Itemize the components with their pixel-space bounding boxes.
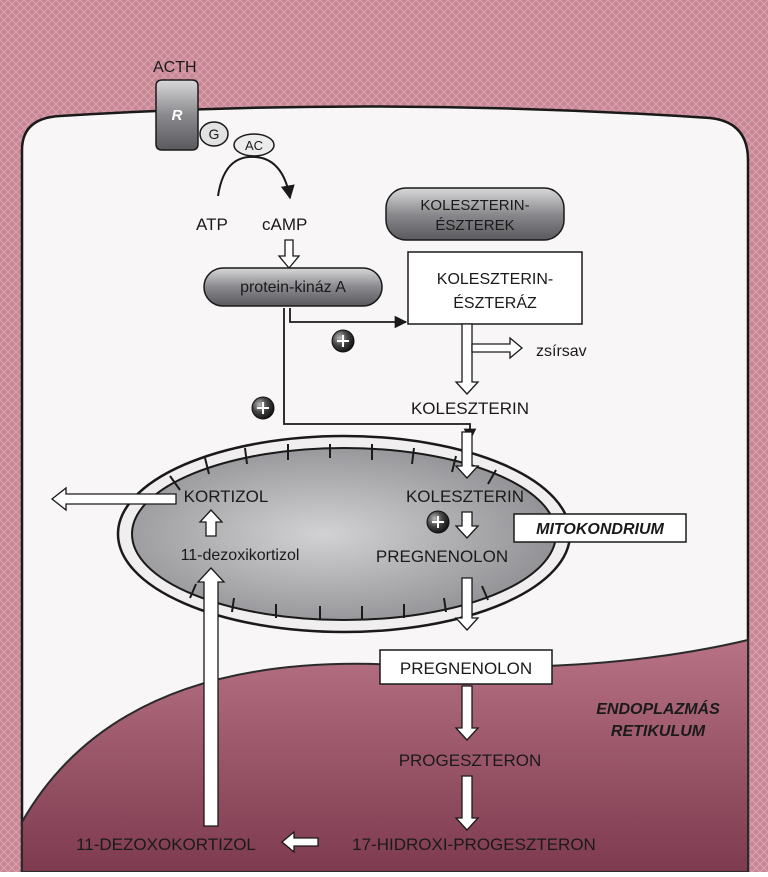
adenylate-cyclase-label: AC <box>245 138 263 153</box>
cholesterol-esters-line2: ÉSZTEREK <box>435 217 514 234</box>
cholesterol-to-pregnenolone-arrow <box>454 511 480 539</box>
cholesterol-esters <box>385 187 565 241</box>
camp-to-pka-arrow <box>277 239 301 270</box>
deoxocortisol-er-label: 11-DEZOXOKORTIZOL <box>76 835 256 854</box>
esterase-to-cholesterol-arrow <box>454 323 480 395</box>
esterase-line1: KOLESZTERIN- <box>437 271 553 288</box>
cholesterol-mito-label: KOLESZTERIN <box>406 487 524 506</box>
atp-camp-arrow <box>217 155 295 200</box>
hydroxyprogesterone-label: 17-HIDROXI-PROGESZTERON <box>352 835 596 854</box>
camp-label: cAMP <box>262 215 307 234</box>
cristae <box>169 444 497 620</box>
pregnenolone-out-arrow <box>454 577 480 631</box>
mitochondrion-label: MITOKONDRIUM <box>536 521 664 538</box>
er-label-line2: RETIKULUM <box>611 723 706 740</box>
cholesterol-label: KOLESZTERIN <box>411 399 529 418</box>
mitochondrion-inner <box>131 447 557 621</box>
protein-kinase-a <box>203 267 383 307</box>
pregnenolone-to-progesterone-arrow <box>454 685 480 741</box>
er-label-line1: ENDOPLAZMÁS <box>596 699 720 718</box>
pregnenolone-er-box <box>379 649 553 685</box>
mitochondrion-label-box <box>513 513 687 543</box>
atp-label: ATP <box>196 215 228 234</box>
pregnenolone-mito-label: PREGNENOLON <box>376 547 508 566</box>
fatty-acid-label: zsírsav <box>536 343 587 360</box>
g-protein-label: G <box>209 126 220 142</box>
acth-label: ACTH <box>153 59 197 76</box>
receptor-label: R <box>172 107 183 124</box>
esterase-line2: ÉSZTERÁZ <box>453 293 537 312</box>
progesterone-label: PROGESZTERON <box>399 751 542 770</box>
cortisol-exit-arrow <box>50 486 177 512</box>
protein-kinase-label: protein-kináz A <box>240 279 346 296</box>
activation-plus-2 <box>251 396 275 420</box>
cholesterol-esters-line1: KOLESZTERIN- <box>420 197 529 214</box>
deoxycortisol-label: 11-dezoxikortizol <box>181 547 300 564</box>
cortisol-label: KORTIZOL <box>184 487 269 506</box>
deoxocortisol-to-mito-arrow <box>196 567 226 827</box>
progesterone-to-hydroxy-arrow <box>454 775 480 831</box>
receptor <box>155 79 199 151</box>
cholesterol-into-mito-arrow <box>454 431 480 479</box>
fatty-acid-arrow <box>471 336 524 360</box>
activation-plus-3 <box>426 510 450 534</box>
cholesterol-esterase <box>407 251 583 325</box>
hydroxy-to-deoxocortisol-arrow <box>280 830 319 854</box>
deoxycortisol-to-cortisol-arrow <box>198 509 224 537</box>
pka-to-esterase-arrow <box>289 308 408 329</box>
pregnenolone-er-label: PREGNENOLON <box>400 659 532 678</box>
g-protein <box>199 121 229 147</box>
activation-plus-1 <box>331 329 355 353</box>
